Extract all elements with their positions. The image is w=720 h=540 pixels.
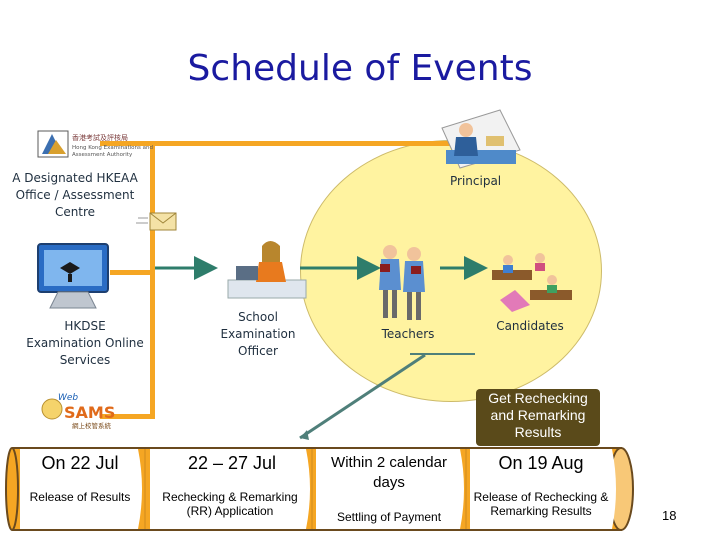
svg-text:Web: Web bbox=[58, 393, 78, 403]
school-circle bbox=[300, 140, 602, 402]
connector-online bbox=[110, 270, 150, 275]
timeline-desc-1: Release of Results bbox=[29, 490, 131, 504]
rr-results-callout: Get Rechecking and Remarking Results bbox=[476, 389, 600, 446]
envelope-icon bbox=[136, 212, 177, 231]
timeline-date-4: On 19 Aug bbox=[498, 453, 584, 473]
timeline-desc-2: Rechecking & Remarking (RR) Application bbox=[162, 490, 298, 518]
online-services-label: HKDSE Examination Online Services bbox=[26, 319, 144, 367]
svg-text:網上校管系統: 網上校管系統 bbox=[72, 421, 112, 430]
arrow-to-timeline bbox=[299, 353, 426, 440]
connector-left bbox=[150, 141, 155, 417]
candidates-label: Candidates bbox=[496, 319, 564, 333]
svg-text:香港考試及評核局: 香港考試及評核局 bbox=[72, 133, 128, 142]
timeline-desc-4: Release of Rechecking & Remarking Result… bbox=[473, 490, 609, 518]
timeline-date-3: Within 2 calendar days bbox=[331, 454, 447, 491]
candidates-icon bbox=[492, 253, 572, 312]
principal-icon bbox=[441, 109, 521, 169]
svg-text:Assessment Authority: Assessment Authority bbox=[72, 152, 133, 158]
page-title: Schedule of Events bbox=[187, 48, 533, 89]
svg-text:SAMS: SAMS bbox=[64, 403, 115, 422]
hkeaa-logo: 香港考試及評核局 Hong Kong Examinations and Asse… bbox=[37, 130, 153, 158]
page-number: 18 bbox=[662, 508, 677, 523]
svg-text:Hong Kong Examinations and: Hong Kong Examinations and bbox=[72, 145, 153, 151]
timeline-desc-3: Settling of Payment bbox=[336, 510, 442, 524]
school-examination-officer-icon bbox=[227, 241, 307, 299]
timeline-date-2: 22 – 27 Jul bbox=[187, 453, 277, 473]
principal-label: Principal bbox=[450, 174, 502, 188]
hkeaa-label: A Designated HKEAA Office / Assessment C… bbox=[12, 171, 138, 219]
seo-label: School Examination Officer bbox=[220, 310, 296, 358]
monitor-icon bbox=[37, 243, 109, 309]
teachers-label: Teachers bbox=[381, 327, 435, 341]
connector-top bbox=[100, 141, 460, 146]
teachers-icon bbox=[379, 245, 425, 320]
websams-logo: Web SAMS 網上校管系統 bbox=[41, 393, 115, 430]
timeline-segments bbox=[20, 449, 616, 529]
timeline-date-1: On 22 Jul bbox=[41, 453, 119, 473]
connector-bottom bbox=[100, 414, 155, 419]
